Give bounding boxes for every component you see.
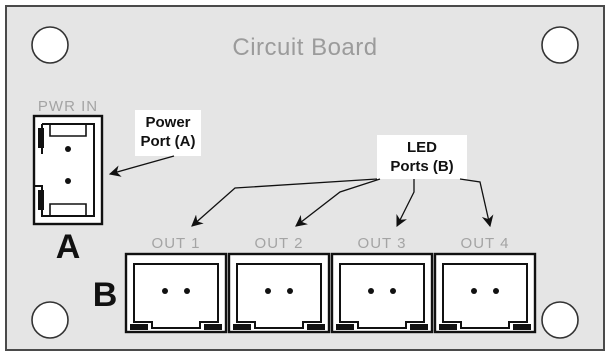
pin-icon: [162, 288, 168, 294]
power-callout-line1: Power: [145, 114, 190, 131]
power-callout-line2: Port (A): [141, 133, 196, 150]
power-letter-label: A: [56, 228, 81, 266]
output-letter-label: B: [93, 276, 118, 314]
pin-icon: [390, 288, 396, 294]
led-callout-line1: LED: [407, 139, 437, 156]
led-arrows: [191, 178, 494, 228]
mounting-hole-icon: [541, 301, 579, 339]
mounting-hole-icon: [31, 26, 69, 64]
output-connector-2: OUT 2: [227, 235, 331, 334]
led-callout: LED Ports (B): [377, 135, 467, 179]
pin-icon: [368, 288, 374, 294]
pin-icon: [287, 288, 293, 294]
output-connector-1: OUT 1: [124, 235, 228, 334]
out-1-silk-label: OUT 1: [152, 235, 201, 252]
pwr-in-silk-label: PWR IN: [38, 98, 98, 115]
output-connectors: OUT 1 OUT 2 OUT 3 OUT 4: [124, 235, 537, 334]
mounting-hole-icon: [31, 301, 69, 339]
out-2-silk-label: OUT 2: [255, 235, 304, 252]
pin-icon: [471, 288, 477, 294]
output-connector-3: OUT 3: [330, 235, 434, 334]
out-4-silk-label: OUT 4: [461, 235, 510, 252]
led-arrow-2: [295, 178, 381, 227]
led-arrow-1: [191, 178, 378, 227]
pin-icon: [65, 178, 71, 184]
board-title: Circuit Board: [232, 34, 377, 61]
mounting-hole-icon: [541, 26, 579, 64]
pin-icon: [493, 288, 499, 294]
led-arrow-4: [459, 178, 494, 228]
led-callout-line2: Ports (B): [390, 158, 453, 175]
power-callout: Power Port (A): [135, 110, 201, 156]
power-connector: [32, 114, 104, 226]
power-arrow: [108, 155, 175, 177]
out-3-silk-label: OUT 3: [358, 235, 407, 252]
pin-icon: [265, 288, 271, 294]
pin-icon: [184, 288, 190, 294]
output-connector-4: OUT 4: [433, 235, 537, 334]
led-arrow-3: [396, 179, 415, 228]
pin-icon: [65, 146, 71, 152]
